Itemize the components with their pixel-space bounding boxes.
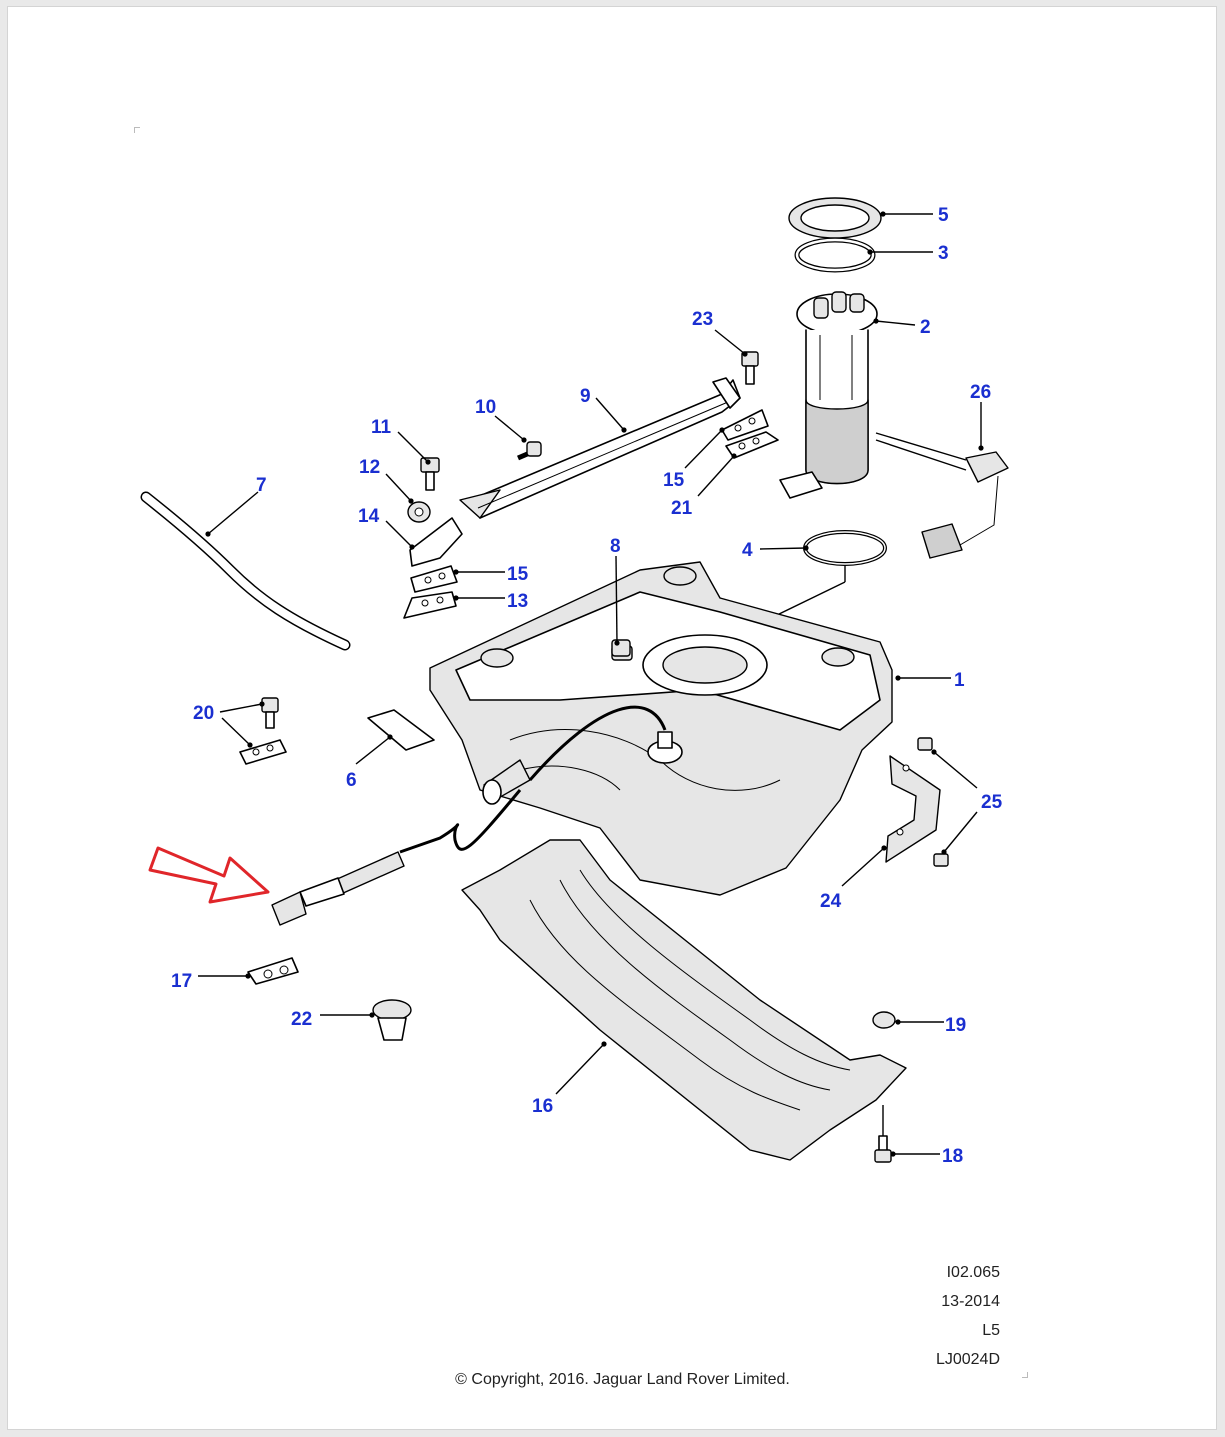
- callout-21[interactable]: 21: [671, 498, 693, 519]
- callout-2[interactable]: 2: [920, 317, 931, 338]
- seal-3-part: [794, 237, 876, 273]
- callout-3[interactable]: 3: [938, 243, 949, 264]
- callout-24[interactable]: 24: [820, 891, 842, 912]
- bolt-10-part: [517, 441, 542, 461]
- callout-labels: 5 3 2 26 23 9 10 11 12 14 7 15 13 15 21 …: [171, 205, 1003, 1167]
- heat-shield-16-part: [461, 839, 907, 1161]
- callout-19[interactable]: 19: [945, 1015, 966, 1036]
- bolt-25-part: [917, 737, 949, 867]
- illustration-date: 13-2014: [941, 1293, 1000, 1310]
- callout-23[interactable]: 23: [692, 309, 713, 330]
- clip-17-part: [247, 957, 299, 985]
- callout-20[interactable]: 20: [193, 703, 214, 724]
- level-sender-26-part: [875, 432, 1009, 559]
- crop-mark: [134, 127, 140, 133]
- callout-18[interactable]: 18: [942, 1146, 963, 1167]
- locking-ring-5-part: [788, 197, 882, 239]
- callout-11[interactable]: 11: [371, 417, 392, 438]
- vent-hose-part: [140, 491, 351, 651]
- fuel-pump-module-part: [779, 291, 878, 499]
- callout-16[interactable]: 16: [532, 1096, 553, 1117]
- bracket-14-part: [409, 517, 463, 567]
- filler-hose-part: [271, 705, 667, 926]
- callout-17[interactable]: 17: [171, 971, 192, 992]
- callout-5[interactable]: 5: [938, 205, 949, 226]
- shim-13-part: [403, 591, 457, 619]
- callout-15-left[interactable]: 15: [507, 564, 529, 585]
- bolt-20-part: [239, 697, 287, 765]
- callout-25[interactable]: 25: [981, 792, 1003, 813]
- leader-lines: [198, 211, 984, 1157]
- red-arrow-icon: [148, 846, 270, 904]
- callout-8[interactable]: 8: [610, 536, 621, 557]
- bolt-18-part: [874, 1135, 892, 1163]
- fuel-tank-part: [429, 561, 893, 896]
- shim-15-part: [410, 565, 458, 593]
- copyright-text: © Copyright, 2016. Jaguar Land Rover Lim…: [455, 1371, 790, 1388]
- label-6-part: [367, 709, 435, 751]
- callout-15-right[interactable]: 15: [663, 470, 685, 491]
- callout-10[interactable]: 10: [475, 397, 496, 418]
- callout-6[interactable]: 6: [346, 770, 357, 791]
- bolt-23-part: [741, 351, 759, 385]
- callout-22[interactable]: 22: [291, 1009, 312, 1030]
- crop-mark: [1022, 1372, 1028, 1378]
- callout-14[interactable]: 14: [358, 506, 380, 527]
- illustration-level: L5: [982, 1322, 1000, 1339]
- shim-15-right-part: [721, 409, 769, 441]
- callout-26[interactable]: 26: [970, 382, 991, 403]
- illustration-number: I02.065: [946, 1264, 1000, 1281]
- nut-12-part: [407, 501, 431, 523]
- callout-1[interactable]: 1: [954, 670, 965, 691]
- plug-22-part: [372, 999, 412, 1041]
- reference-block: I02.065 13-2014 L5 LJ0024D: [900, 1258, 1000, 1374]
- bracket-24-part: [885, 755, 941, 863]
- callout-9[interactable]: 9: [580, 386, 591, 407]
- callout-7[interactable]: 7: [256, 475, 267, 496]
- shim-21-part: [725, 431, 779, 459]
- tank-strap-part: [459, 377, 741, 519]
- nut-19-part: [872, 1011, 896, 1029]
- illustration-code: LJ0024D: [935, 1351, 1000, 1368]
- callout-4[interactable]: 4: [742, 540, 753, 561]
- callout-12[interactable]: 12: [359, 457, 380, 478]
- callout-13[interactable]: 13: [507, 591, 528, 612]
